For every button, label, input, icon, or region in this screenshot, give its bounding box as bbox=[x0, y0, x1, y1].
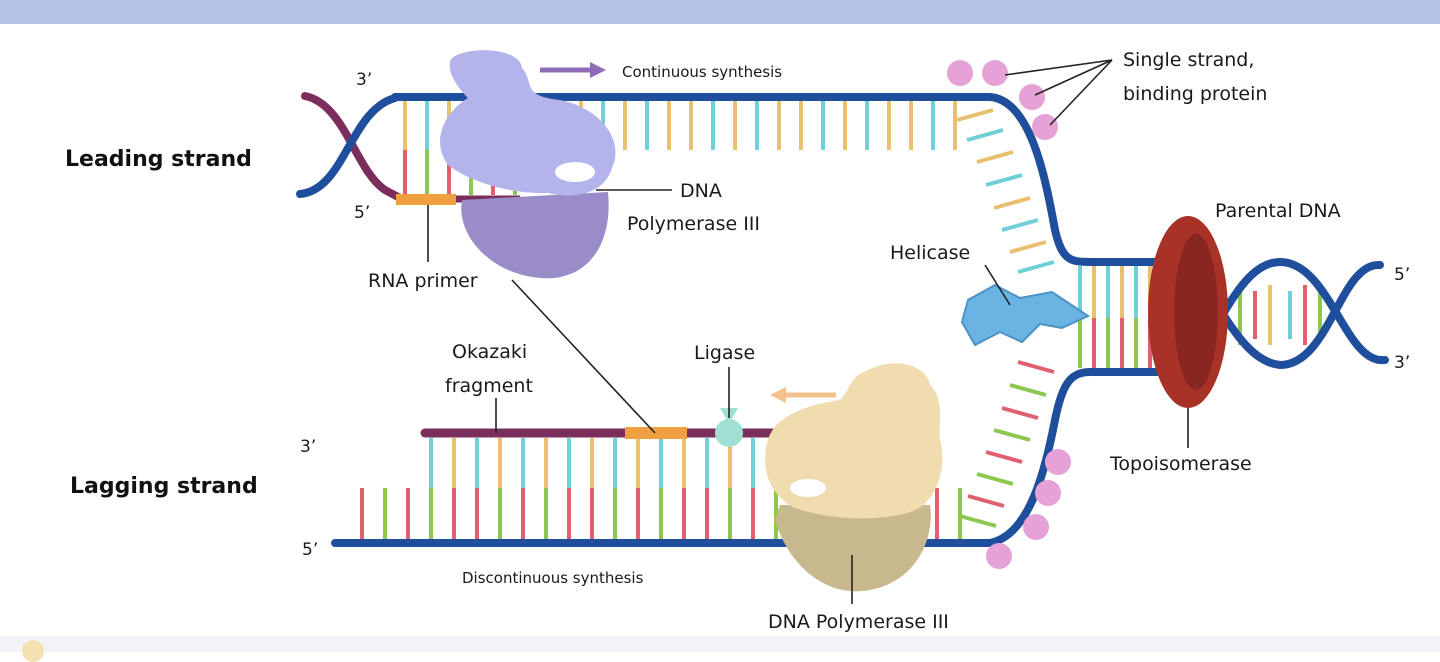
parental-5-prime: 5’ bbox=[1394, 265, 1410, 285]
base-tick bbox=[1001, 406, 1039, 420]
ssb-circle bbox=[1023, 514, 1049, 540]
lagging-template-backbone bbox=[331, 368, 1174, 547]
leading-3-prime: 3’ bbox=[356, 70, 372, 90]
base-tick bbox=[985, 173, 1023, 187]
leading-5-prime: 5’ bbox=[354, 203, 370, 223]
corner-circle-icon bbox=[22, 640, 44, 662]
rna-primer-label: RNA primer bbox=[368, 270, 478, 292]
leading-template-backbone bbox=[391, 93, 1174, 266]
base-tick bbox=[967, 494, 1005, 508]
footer-bar bbox=[0, 636, 1440, 652]
polymerase-bottom-label: DNA Polymerase III bbox=[768, 611, 949, 633]
base-tick bbox=[976, 472, 1014, 486]
ssb-circle bbox=[982, 60, 1008, 86]
base-tick bbox=[1017, 260, 1055, 274]
ssb-label-line2: binding protein bbox=[1123, 83, 1267, 105]
base-tick bbox=[966, 128, 1004, 142]
continuous-synthesis-arrow bbox=[540, 62, 606, 78]
header-bar bbox=[0, 0, 1440, 24]
dna-polymerase-top-icon bbox=[440, 50, 616, 279]
topoisomerase-highlight bbox=[1174, 234, 1218, 390]
lagging-rna-primer bbox=[625, 427, 687, 439]
discontinuous-synthesis-label: Discontinuous synthesis bbox=[462, 569, 644, 587]
parental-dna-label: Parental DNA bbox=[1215, 200, 1341, 222]
parental-3-prime: 3’ bbox=[1394, 353, 1410, 373]
polymerase-top-label-line2: Polymerase III bbox=[627, 213, 760, 235]
base-tick bbox=[976, 150, 1014, 164]
ssb-label-line1: Single strand, bbox=[1123, 49, 1254, 71]
ssb-proteins bbox=[947, 60, 1071, 569]
lagging-5-prime: 5’ bbox=[302, 540, 318, 560]
ligase-label: Ligase bbox=[694, 342, 755, 364]
lagging-synthesis-arrow bbox=[770, 387, 836, 403]
label-pointer-lines bbox=[427, 59, 1189, 604]
base-tick bbox=[993, 196, 1031, 210]
ssb-circle bbox=[1045, 449, 1071, 475]
topoisomerase-label: Topoisomerase bbox=[1109, 453, 1252, 475]
base-tick bbox=[959, 514, 997, 528]
base-tick bbox=[1017, 360, 1055, 374]
dna-replication-diagram: Leading strand Lagging strand Continuous… bbox=[65, 49, 1410, 633]
ssb-circle bbox=[986, 543, 1012, 569]
lagging-3-prime: 3’ bbox=[300, 437, 316, 457]
leading-strand-label: Leading strand bbox=[65, 147, 252, 172]
ssb-circle bbox=[1035, 480, 1061, 506]
okazaki-label-line1: Okazaki bbox=[452, 341, 527, 363]
base-tick bbox=[993, 428, 1031, 442]
parental-base-pairs bbox=[1078, 266, 1322, 368]
dna-polymerase-bottom-icon bbox=[765, 363, 943, 592]
helicase-label: Helicase bbox=[890, 242, 970, 264]
ssb-circle bbox=[1019, 84, 1045, 110]
replication-fork-bases bbox=[956, 108, 1055, 528]
okazaki-label-line2: fragment bbox=[445, 375, 533, 397]
base-tick bbox=[956, 108, 994, 122]
base-tick bbox=[1001, 218, 1039, 232]
leading-template-twist bbox=[296, 94, 399, 198]
polymerase-top-label-line1: DNA bbox=[680, 180, 722, 202]
lagging-strand-label: Lagging strand bbox=[70, 474, 258, 499]
continuous-synthesis-label: Continuous synthesis bbox=[622, 63, 782, 81]
ssb-circle bbox=[1032, 114, 1058, 140]
leading-rna-primer bbox=[396, 194, 456, 205]
base-tick bbox=[985, 450, 1023, 464]
base-tick bbox=[1009, 240, 1047, 254]
base-tick bbox=[1009, 383, 1047, 397]
helicase-icon bbox=[960, 283, 1091, 347]
ssb-circle bbox=[947, 60, 973, 86]
